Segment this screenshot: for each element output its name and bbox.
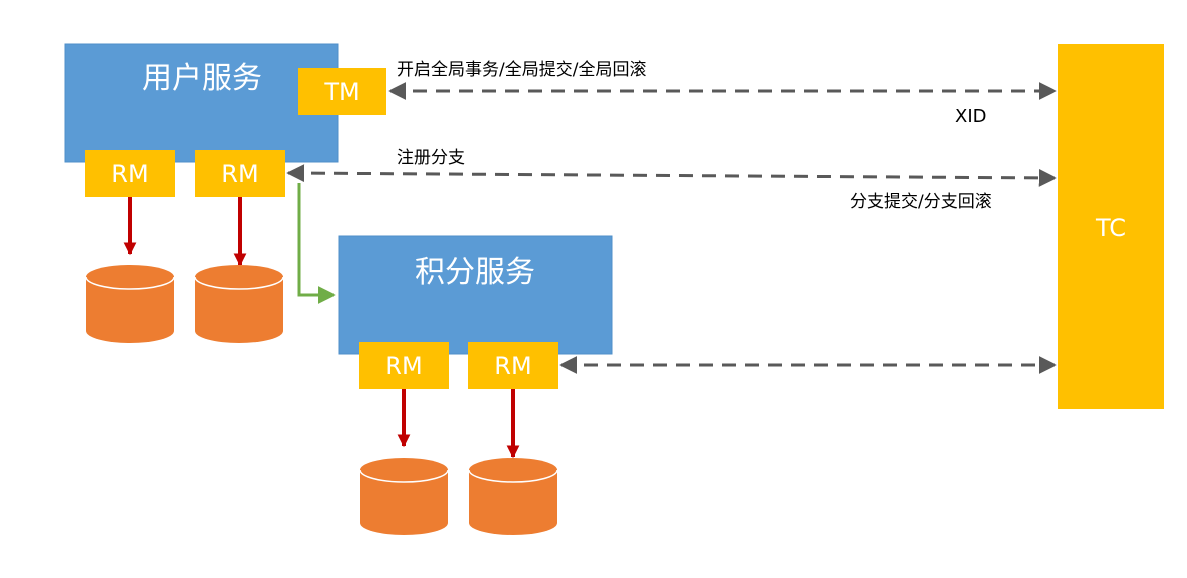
rm-user-tc-arrow — [286, 164, 1057, 187]
user-service-label: 用户服务 — [142, 61, 262, 96]
tm-box: TM — [298, 68, 386, 115]
tc-label: TC — [1095, 214, 1126, 242]
rm-tc-label-top: 注册分支 — [397, 148, 465, 168]
points-service: 积分服务 — [338, 235, 613, 355]
rm-points-2-label: RM — [494, 352, 531, 380]
tc-box: TC — [1058, 44, 1164, 409]
database-user-2 — [194, 265, 284, 343]
service-call-arrow — [297, 183, 336, 304]
database-user-1 — [85, 265, 175, 343]
points-service-label: 积分服务 — [415, 255, 535, 290]
rm-points-2: RM — [468, 342, 558, 389]
tm-tc-label-top: 开启全局事务/全局提交/全局回滚 — [397, 60, 646, 80]
rm-user-1-label: RM — [111, 160, 148, 188]
rm-tc-label-bottom: 分支提交/分支回滚 — [850, 192, 992, 212]
user-service: 用户服务 — [64, 43, 339, 163]
rm-points-1: RM — [359, 342, 449, 389]
tm-tc-label-bottom: XID — [955, 106, 987, 127]
rm-user-2-label: RM — [221, 160, 258, 188]
rm-user-1: RM — [85, 150, 175, 197]
database-points-1 — [359, 458, 449, 535]
rm-points-1-label: RM — [385, 352, 422, 380]
tm-label: TM — [323, 78, 359, 106]
database-points-2 — [468, 458, 558, 535]
rm-user-2: RM — [195, 150, 285, 197]
